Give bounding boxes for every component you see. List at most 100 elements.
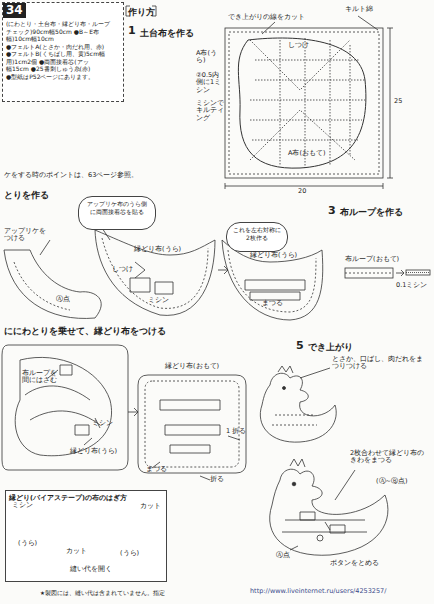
node-text: 幅)10cm幅10cm — [6, 35, 120, 43]
line-art — [152, 436, 240, 480]
line-art — [345, 273, 393, 274]
line-art — [406, 272, 430, 273]
line-art — [292, 482, 296, 486]
part-label: (うら) — [18, 540, 48, 547]
node-text: これを左右対称に2枚作る — [233, 226, 281, 241]
section-heading: 作り方 — [128, 7, 168, 17]
box-heading: 縁どり(バイアステープ)の布のはぎ方 — [9, 494, 163, 502]
part-label: A布(うら) — [196, 50, 226, 65]
part-label: ②0.5内側に1ミシン — [196, 72, 226, 94]
part-label: Ⓐ点 — [276, 552, 296, 559]
watermark: http://www.liveinternet.ru/users/4253257… — [250, 588, 434, 595]
base-with-chicken — [2, 345, 246, 480]
line-art — [138, 375, 246, 473]
line-art — [222, 240, 323, 320]
pattern-number: 34 — [3, 3, 26, 18]
node-text: 幅15cm ●25番刺しゅう糸(赤) — [6, 65, 120, 73]
part-label: (うら) — [120, 550, 150, 557]
line-art — [396, 270, 404, 276]
footnote: ★製図には、縫い代は含まれていません。指定 — [40, 590, 250, 596]
line-art — [15, 357, 111, 455]
part-label: 2枚合わせて縁どり布のきわをまつる — [350, 450, 428, 465]
callout-bubble: アップリケ布のうら側に両面接着芯を貼る — [78, 196, 156, 230]
note: ケをする時のポイントは、63ページ参照。 — [4, 172, 204, 179]
quilt-base — [225, 16, 393, 189]
part-label: とさか、口ばし、肉だれをまつりつける — [332, 356, 428, 371]
line-art — [160, 400, 220, 453]
line-art — [25, 386, 100, 425]
line-art — [4, 250, 101, 318]
line-art — [225, 28, 393, 189]
line-art — [250, 38, 365, 168]
line-art — [290, 470, 355, 550]
line-art — [145, 381, 239, 467]
line-art — [228, 250, 316, 312]
part-label: 布ループ(おもて) — [345, 256, 415, 263]
line-art — [290, 459, 305, 467]
line-art — [102, 238, 208, 308]
part-label: でき上がりの線をカット — [228, 14, 318, 21]
part-label: キルト綿 — [345, 6, 385, 13]
part-label: 折る — [210, 476, 230, 483]
step-title: 土台布を作る — [140, 28, 220, 38]
step-number: 3 — [328, 205, 340, 218]
line-art — [270, 469, 388, 555]
part-label: Ⓐ点 — [56, 296, 76, 303]
part-label: 縁どり布(うら) — [70, 448, 130, 455]
fabric-loop — [345, 268, 430, 278]
part-label: 1 折る — [226, 428, 256, 435]
part-label: 縁どり布(うら) — [250, 252, 310, 259]
part-label: (Ⓐ~Ⓑ点) — [376, 478, 426, 485]
step-number: 5 — [296, 340, 308, 353]
node-text: ●フェルトA(とさか・肉だれ用、赤) — [6, 43, 120, 51]
callout-bubble: これを左右対称に2枚作る — [226, 222, 288, 252]
node-text: ●フェルトB(くちばし用、黄)5cm幅 — [6, 50, 120, 58]
node-text: 用)1cm2個 ●両面接着芯(アッ — [6, 58, 120, 66]
step-title: でき上がり — [308, 342, 378, 352]
line-art — [300, 368, 330, 378]
line-art — [282, 512, 367, 533]
part-label: ミシン — [12, 502, 42, 509]
part-label: アップリケをつける — [4, 228, 46, 243]
step-title: ににわとりを乗せて、縁どり布をつける — [4, 326, 254, 336]
line-art — [128, 408, 138, 416]
line-art — [95, 230, 215, 315]
part-label: 0.1ミシン — [396, 282, 434, 289]
part-label: カット — [140, 503, 166, 510]
part-label: しつけ — [288, 42, 318, 49]
line-art — [317, 535, 323, 541]
line-art — [60, 365, 89, 435]
step-title: とりを作る — [4, 190, 64, 200]
part-label: ミシン — [92, 420, 122, 427]
node-text: (にわとり・土台布・縁どり布・ループ — [6, 20, 120, 28]
line-art — [245, 280, 305, 300]
part-label: 縁どり布(おもて) — [165, 363, 235, 370]
node-text: アップリケ布のうら側に両面接着芯を貼る — [87, 200, 147, 215]
part-label: ボタンをとめる — [330, 560, 400, 567]
line-art — [345, 268, 393, 278]
step-title: 布ループを作る — [340, 207, 430, 217]
dimension: 25 — [394, 98, 408, 105]
part-label: しつけ — [112, 266, 138, 273]
part-label: カット — [66, 548, 96, 555]
line-art — [272, 415, 317, 425]
step-number: 1 — [128, 25, 140, 38]
part-label: 縁どり布(うら) — [134, 246, 194, 253]
line-art — [229, 32, 379, 174]
part-label: A布(おもて) — [288, 150, 338, 157]
line-art — [238, 38, 366, 168]
line-art — [130, 262, 173, 294]
dimension: 20 — [298, 188, 312, 195]
part-label: ミシンでキルティング — [196, 100, 226, 122]
node-text: チェック)90cm幅50cm ●B～E布 — [6, 28, 120, 36]
part-label: まつる — [262, 300, 292, 307]
line-art — [278, 366, 293, 373]
part-label: 布ループを間にはさむ — [22, 370, 62, 385]
part-label: ミシン — [148, 297, 178, 304]
line-art — [250, 40, 355, 160]
part-label: 縫い代を開く — [70, 566, 130, 573]
materials-box: 34 (にわとり・土台布・縁どり布・ループチェック)90cm幅50cm ●B～E布… — [2, 2, 124, 102]
node-text: ●型紙はP52ページにあります。 — [6, 73, 120, 81]
line-art — [283, 387, 286, 390]
part-label: まつる — [146, 466, 176, 473]
